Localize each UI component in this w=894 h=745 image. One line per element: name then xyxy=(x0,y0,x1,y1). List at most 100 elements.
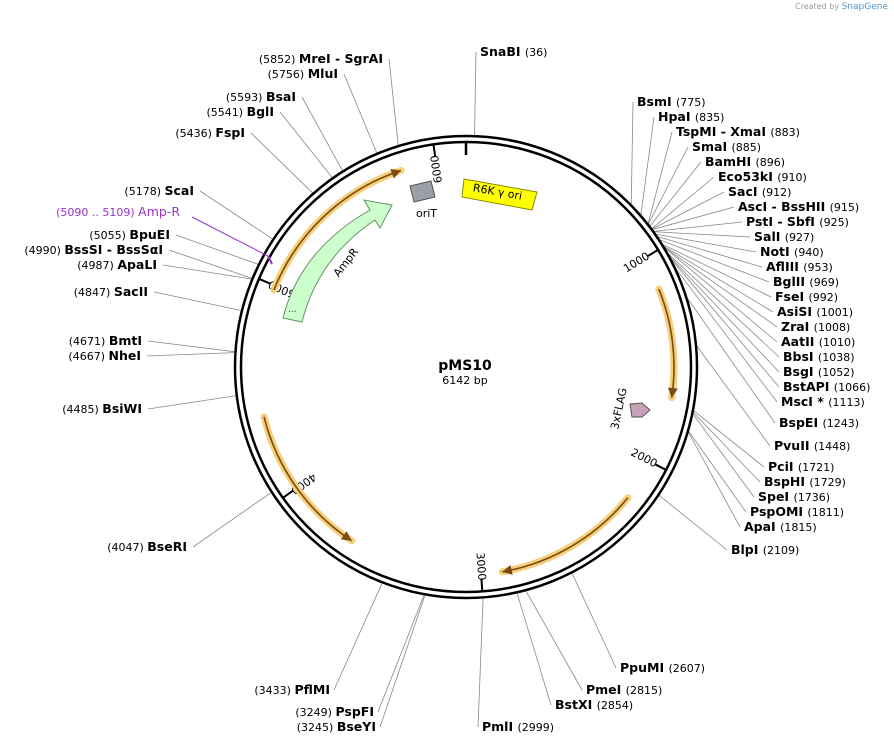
restriction-site-label: AsiSI (1001) xyxy=(777,304,853,319)
restriction-site-label: PciI (1721) xyxy=(768,459,834,474)
restriction-site-label: (4847) SacII xyxy=(74,284,148,299)
site-leader xyxy=(377,595,425,713)
restriction-site-label: BspEI (1243) xyxy=(779,415,859,430)
snapgene-credit: Created by SnapGene xyxy=(795,2,888,12)
restriction-site-label: BamHI (896) xyxy=(705,154,785,169)
site-leader xyxy=(168,249,252,279)
restriction-site-label: ApaI (1815) xyxy=(744,519,817,534)
restriction-site-label: BspHI (1729) xyxy=(764,474,846,489)
feature-arc-cds-3 xyxy=(263,416,353,542)
restriction-site-label: (5436) FspI xyxy=(175,125,245,140)
restriction-site-label: BsmI (775) xyxy=(637,94,706,109)
ruler-tick xyxy=(432,144,437,157)
site-leader xyxy=(688,432,741,528)
restriction-site-label: (4987) ApaLI xyxy=(77,257,157,272)
site-leader xyxy=(688,431,747,513)
site-leader xyxy=(571,573,617,669)
site-leader xyxy=(658,495,728,551)
orit-shape xyxy=(409,180,436,203)
site-leader xyxy=(640,116,655,215)
site-leader xyxy=(668,253,780,358)
restriction-site-label: HpaI (835) xyxy=(658,109,724,124)
site-leader xyxy=(693,410,765,468)
site-leader xyxy=(659,239,770,283)
restriction-site-label: NotI (940) xyxy=(760,244,824,259)
ruler-tick xyxy=(258,277,271,285)
restriction-site-label: PstI - SbfI (925) xyxy=(746,214,849,229)
site-leader xyxy=(652,191,725,230)
restriction-site-label: PvuII (1448) xyxy=(774,438,850,453)
restriction-site-label: (4990) BssSI - BssSαI xyxy=(24,242,163,257)
flag-label: 3xFLAG xyxy=(608,387,629,431)
restriction-site-label: (5756) MluI xyxy=(268,66,338,81)
feature-arc-cds-3-head xyxy=(340,531,352,541)
site-leader xyxy=(162,264,252,280)
feature-arc-cds-2-glow xyxy=(498,494,632,576)
primer-bind-label: (5090 .. 5109) Amp-R xyxy=(56,204,180,219)
ori-shape xyxy=(461,178,538,211)
site-leader xyxy=(663,246,774,313)
site-leader xyxy=(146,352,235,357)
feature-arc-ampr xyxy=(273,169,402,291)
site-leader xyxy=(665,247,778,343)
restriction-site-label: AatII (1010) xyxy=(781,334,855,349)
site-leader xyxy=(147,340,235,353)
feature-arc-cds-2 xyxy=(502,497,629,573)
ruler-tick xyxy=(480,579,484,592)
feature-arc-ampr-head xyxy=(390,168,402,179)
site-leader xyxy=(343,73,378,154)
restriction-site-label: AscI - BssHII (915) xyxy=(738,199,859,214)
restriction-site-label: (4485) BsiWI xyxy=(62,401,142,416)
restriction-site-label: SalI (927) xyxy=(754,229,814,244)
restriction-site-label: PspOMI (1811) xyxy=(750,504,844,519)
site-leader xyxy=(652,206,735,230)
ampr-ellipsis: ... xyxy=(288,305,297,315)
site-leader xyxy=(250,132,313,194)
ruler-tick xyxy=(647,248,659,257)
site-leader xyxy=(687,298,776,424)
site-leader xyxy=(693,412,761,483)
site-leader xyxy=(696,346,771,447)
restriction-site-label: (3433) PflMI xyxy=(254,682,330,697)
restriction-site-label: (5055) BpuEI xyxy=(89,227,170,242)
backbone-outer xyxy=(233,134,699,600)
restriction-site-label: (5593) BsaI xyxy=(226,89,296,104)
restriction-site-label: (3245) BseYI xyxy=(297,719,376,734)
restriction-site-label: AflIII (953) xyxy=(766,259,833,274)
site-leader xyxy=(388,58,399,146)
primer-bind-mark xyxy=(267,255,273,265)
restriction-site-label: BbsI (1038) xyxy=(783,349,855,364)
restriction-site-label: MscI * (1113) xyxy=(781,394,865,409)
site-leader xyxy=(301,96,343,171)
restriction-site-label: PpuMI (2607) xyxy=(620,660,705,675)
feature-arc-cds-1 xyxy=(658,288,675,398)
site-leader xyxy=(676,269,778,403)
ruler-tick xyxy=(654,463,667,471)
ruler-label: 1000 xyxy=(621,250,652,276)
site-leader xyxy=(474,51,477,136)
primer-leader-line xyxy=(191,216,269,257)
site-leader xyxy=(516,593,552,706)
site-leader xyxy=(669,256,780,373)
site-leader xyxy=(175,234,259,265)
site-leader xyxy=(654,231,751,238)
restriction-site-label: PmlI (2999) xyxy=(482,719,554,734)
restriction-site-label: (5541) BglI xyxy=(207,104,275,119)
site-leader xyxy=(379,595,426,728)
site-leader xyxy=(647,131,673,224)
site-labels: BsmI (775)HpaI (835)TspMI - XmaI (883)Sm… xyxy=(24,44,870,734)
restriction-site-label: Eco53kI (910) xyxy=(718,169,807,184)
site-leader xyxy=(648,146,689,224)
restriction-site-label: BsgI (1052) xyxy=(783,364,855,379)
site-leader xyxy=(656,233,757,253)
restriction-site-label: SpeI (1736) xyxy=(758,489,830,504)
site-leader xyxy=(654,221,743,232)
site-leader xyxy=(649,161,702,227)
restriction-site-label: SacI (912) xyxy=(728,184,791,199)
feature-arc-cds-2-head xyxy=(502,565,513,575)
snapgene-logo: SnapGene xyxy=(841,2,888,12)
orit-label: oriT xyxy=(416,207,437,220)
site-leader xyxy=(477,598,484,728)
flag-shape xyxy=(629,402,651,418)
plasmid-name: pMS10 xyxy=(438,358,492,374)
